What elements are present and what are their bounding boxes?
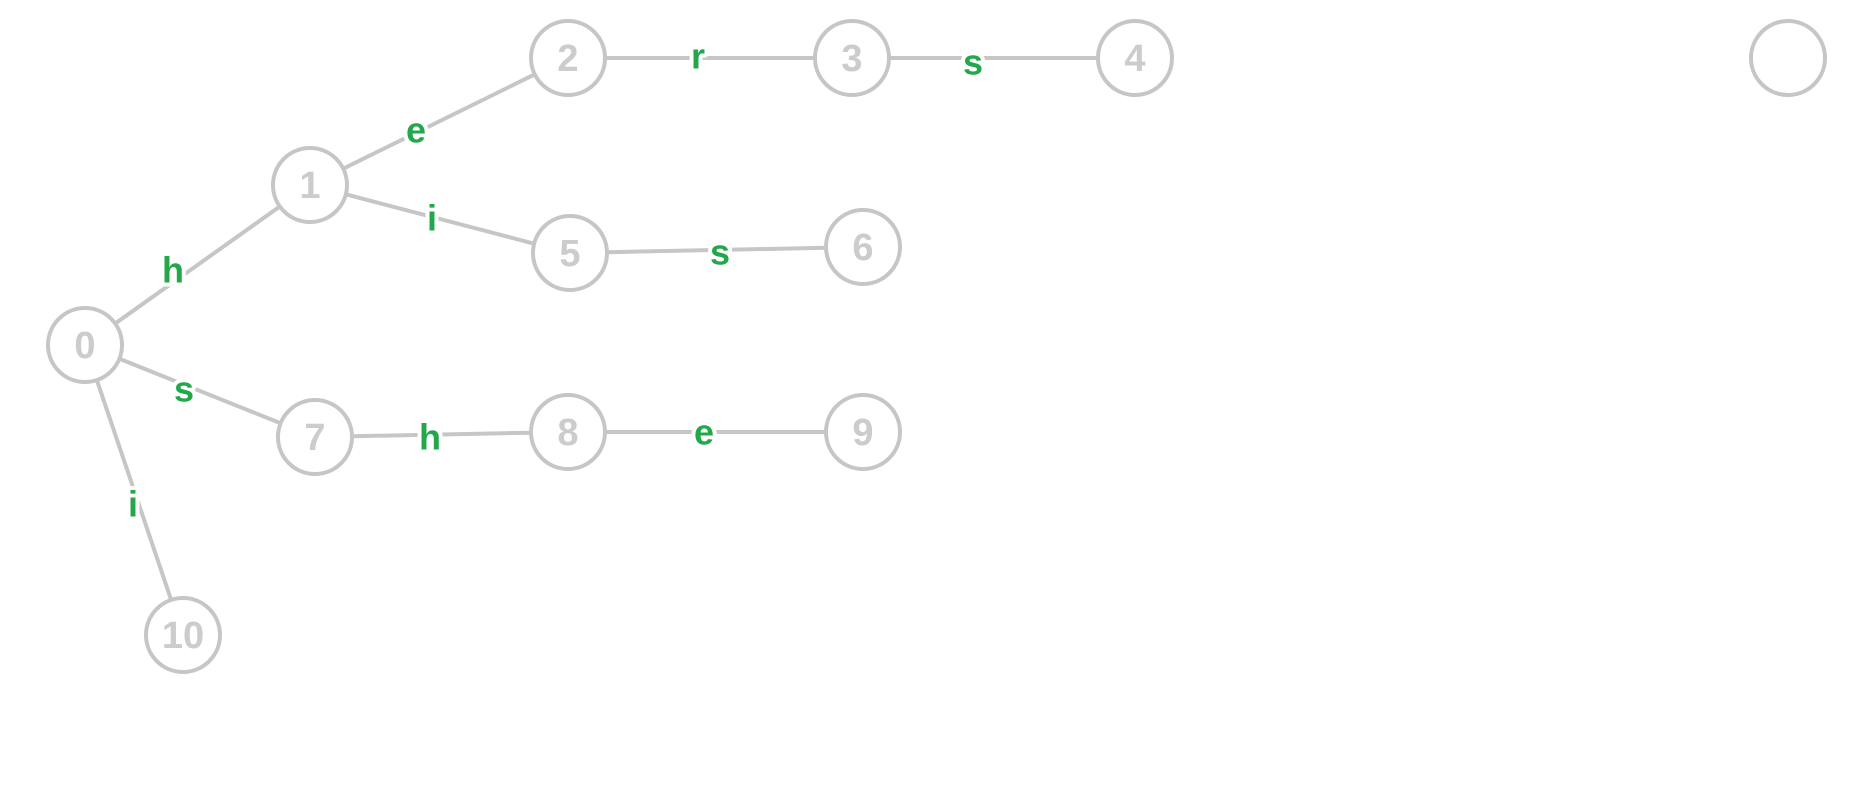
graph-node-2[interactable] [529, 19, 607, 97]
graph-edge[interactable] [349, 430, 534, 439]
edge-label: s [963, 42, 983, 83]
node-label: 6 [852, 227, 873, 269]
node-label: 4 [1124, 38, 1145, 80]
graph-edge[interactable] [94, 378, 174, 602]
graph-node-0[interactable] [46, 306, 124, 384]
edge-label-halo: s [174, 369, 194, 410]
edge-label: e [694, 412, 714, 453]
edges-layer [94, 56, 1100, 602]
edge-label: h [419, 417, 441, 458]
node-label: 7 [304, 417, 325, 459]
edge-label: i [427, 198, 437, 239]
node-label: 3 [841, 38, 862, 80]
edge-label-halo: r [691, 36, 705, 77]
graph-edge[interactable] [341, 72, 537, 171]
nodes-layer: 0 1 2 3 4 5 6 7 8 9 10 [46, 19, 1827, 674]
edge-label: s [710, 232, 730, 273]
graph-node-9[interactable] [824, 393, 902, 471]
graph-edge[interactable] [117, 356, 283, 426]
edge-label-halo: e [694, 412, 714, 453]
edge-label-halo: i [128, 484, 138, 525]
graph-edge[interactable] [604, 245, 829, 255]
node-label: 5 [559, 233, 580, 275]
edge-label: i [128, 484, 138, 525]
edge-label-halo: s [963, 42, 983, 83]
graph-edge[interactable] [113, 204, 282, 326]
graph-node-3[interactable] [813, 19, 891, 97]
node-label: 9 [852, 412, 873, 454]
edge-label-halo: h [419, 417, 441, 458]
node-label: 0 [74, 325, 95, 367]
graph-node-empty[interactable] [1749, 19, 1827, 97]
graph-node-4[interactable] [1096, 19, 1174, 97]
node-label: 8 [557, 412, 578, 454]
edge-label: s [174, 369, 194, 410]
graph-node-10[interactable] [144, 596, 222, 674]
node-label: 1 [299, 165, 320, 207]
edge-label: h [162, 250, 184, 291]
node-label: 10 [162, 615, 204, 657]
edge-label-halo: e [406, 110, 426, 151]
edge-label-halo: h [162, 250, 184, 291]
graph-node-7[interactable] [276, 398, 354, 476]
graph-node-5[interactable] [531, 214, 609, 292]
graph-edge[interactable] [343, 192, 537, 246]
node-label: 2 [557, 38, 578, 80]
edge-label: r [691, 36, 705, 77]
graph-node-1[interactable] [271, 146, 349, 224]
edge-label-halo: s [710, 232, 730, 273]
graph-node-6[interactable] [824, 208, 902, 286]
edge-label: e [406, 110, 426, 151]
edge-label-halo: i [427, 198, 437, 239]
graph-node-8[interactable] [529, 393, 607, 471]
